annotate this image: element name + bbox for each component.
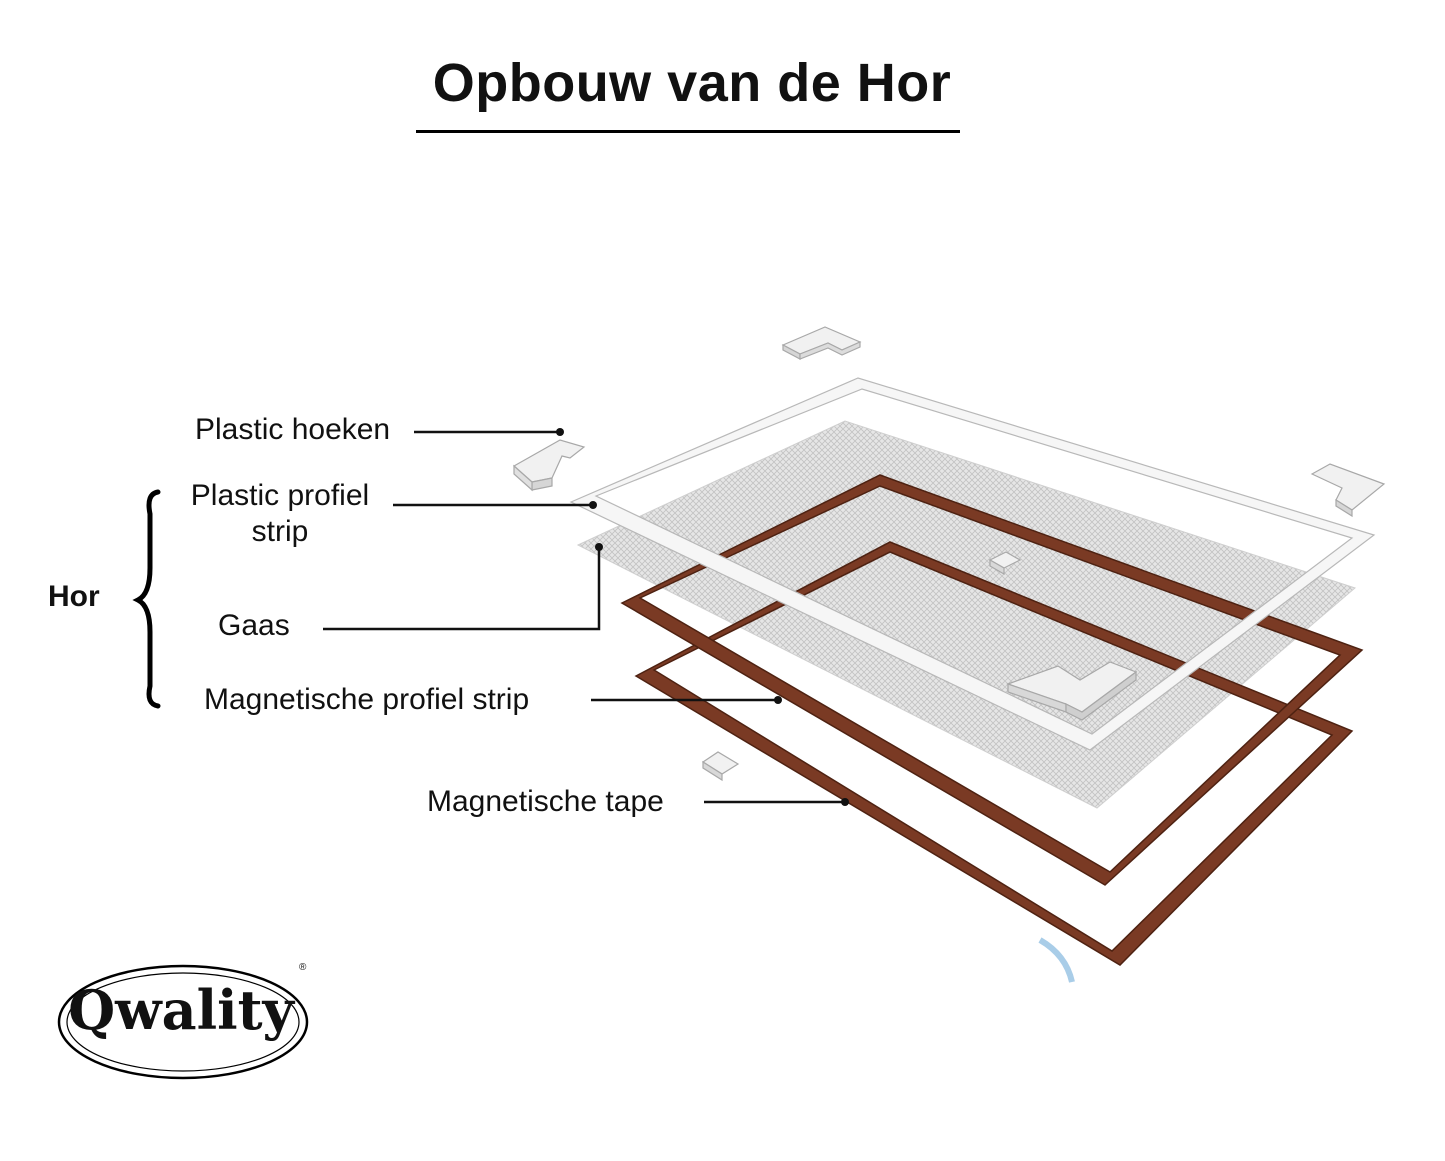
leader-lines (323, 430, 845, 804)
label-plastic-profiel-strip: Plastic profiel strip (180, 478, 380, 550)
logo-wordmark: Qwality (68, 978, 294, 1042)
label-magnetische-tape: Magnetische tape (427, 785, 664, 818)
page-title: Opbouw van de Hor (432, 53, 952, 113)
plastic-profile-strip-frame (569, 377, 1376, 751)
plastic-corner-right (1310, 463, 1386, 518)
plastic-corner-left (512, 439, 586, 492)
magnetic-tape-frame (634, 541, 1354, 966)
label-plastic-profiel-line1: Plastic profiel (190, 479, 370, 512)
magnetic-profile-strip-frame (620, 474, 1364, 886)
registered-mark: ® (299, 962, 307, 973)
title-underline (416, 130, 960, 133)
blue-edge-shape (1038, 937, 1075, 983)
label-plastic-profiel-line2: strip (251, 515, 309, 548)
small-connector-piece (988, 551, 1022, 576)
group-brace (132, 489, 161, 709)
label-magnetische-profiel-strip: Magnetische profiel strip (204, 683, 530, 716)
qwality-logo-mark (57, 964, 309, 1080)
group-label-hor: Hor (48, 580, 100, 613)
label-plastic-hoeken: Plastic hoeken (195, 413, 391, 446)
plastic-corner-center (1006, 661, 1138, 721)
qwality-logo: Qwality ® (55, 962, 315, 1082)
plastic-corner-top (781, 326, 862, 360)
small-connector-piece-lower (701, 751, 740, 782)
leader-dots (556, 428, 849, 806)
mesh-layer (576, 420, 1357, 809)
label-gaas: Gaas (218, 609, 290, 642)
